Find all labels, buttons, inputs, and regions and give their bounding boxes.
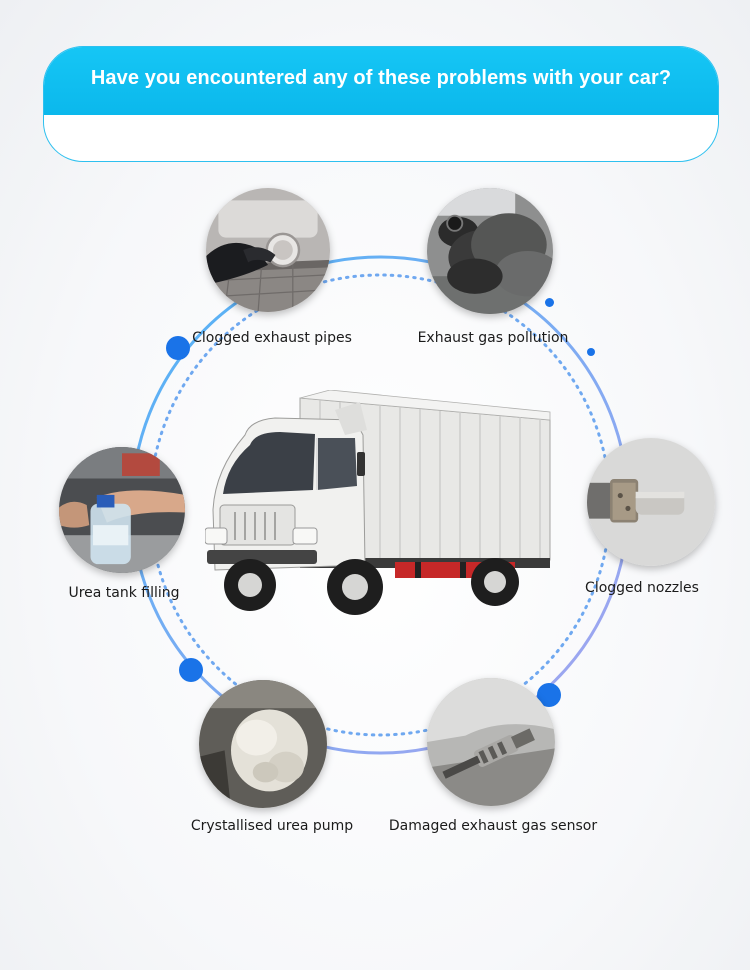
banner-title: Have you encountered any of these proble… bbox=[90, 66, 672, 89]
ring-dot bbox=[545, 298, 554, 307]
clogged-exhaust-pipes-photo bbox=[206, 188, 330, 312]
exhaust-gas-pollution-photo bbox=[427, 188, 553, 314]
banner-title-bar: Have you encountered any of these proble… bbox=[44, 47, 718, 115]
ring-dot bbox=[166, 336, 190, 360]
urea-tank-filling-photo bbox=[59, 447, 185, 573]
clogged-nozzles-photo bbox=[587, 438, 715, 566]
ring-dot bbox=[587, 348, 595, 356]
problem-label-clogged-exhaust-pipes: Clogged exhaust pipes bbox=[192, 330, 352, 346]
truck-illustration bbox=[205, 390, 551, 615]
problem-label-crystallised-urea-pump: Crystallised urea pump bbox=[190, 818, 354, 834]
problem-label-damaged-exhaust-gas-sensor: Damaged exhaust gas sensor bbox=[388, 818, 598, 834]
header-banner: Have you encountered any of these proble… bbox=[43, 46, 719, 162]
damaged-exhaust-gas-sensor-photo bbox=[427, 678, 555, 806]
problem-label-clogged-nozzles: Clogged nozzles bbox=[585, 580, 699, 596]
ring-dot bbox=[179, 658, 203, 682]
crystallised-urea-pump-photo bbox=[199, 680, 327, 808]
problem-label-urea-tank-filling: Urea tank filling bbox=[68, 585, 180, 601]
problem-label-exhaust-gas-pollution: Exhaust gas pollution bbox=[417, 330, 569, 346]
